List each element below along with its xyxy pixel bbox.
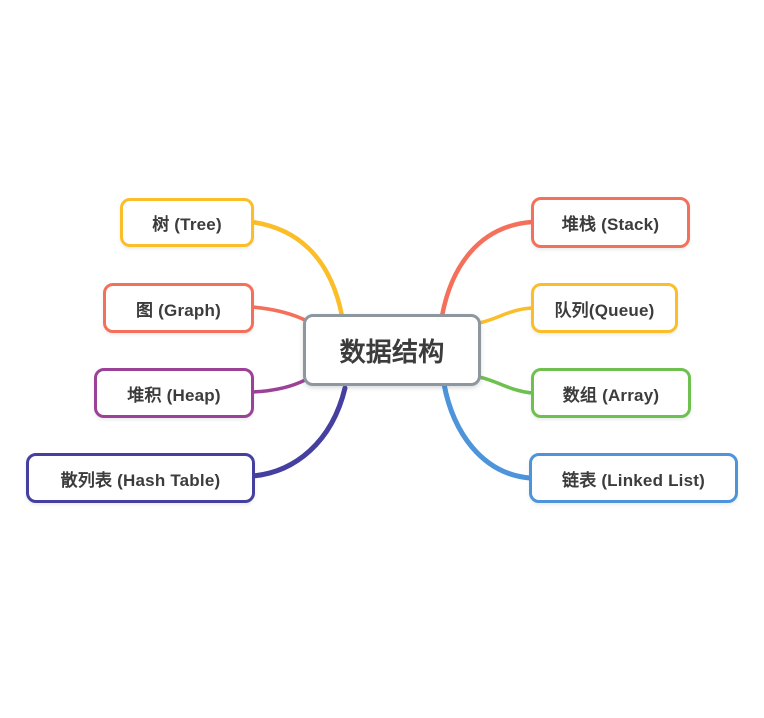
- node-array[interactable]: 数组 (Array): [531, 368, 691, 418]
- branch-curve-stack: [439, 219, 535, 319]
- node-linked-list[interactable]: 链表 (Linked List): [529, 453, 738, 503]
- node-queue-label: 队列(Queue): [554, 300, 655, 320]
- node-stack[interactable]: 堆栈 (Stack): [531, 197, 690, 248]
- node-queue[interactable]: 队列(Queue): [531, 283, 678, 333]
- node-hash-table-label: 散列表 (Hash Table): [60, 470, 221, 490]
- branch-curve-hash-table: [250, 385, 348, 479]
- node-array-label: 数组 (Array): [562, 385, 660, 405]
- node-graph[interactable]: 图 (Graph): [103, 283, 254, 333]
- branch-curve-queue: [477, 306, 534, 325]
- root-node-data-structures[interactable]: 数据结构: [303, 314, 481, 386]
- branch-curve-tree: [249, 219, 345, 319]
- root-node-label: 数据结构: [339, 336, 445, 367]
- branch-curve-array: [477, 375, 534, 395]
- node-linked-list-label: 链表 (Linked List): [562, 470, 705, 490]
- node-tree[interactable]: 树 (Tree): [120, 198, 254, 247]
- node-heap-label: 堆积 (Heap): [127, 385, 221, 405]
- branch-curve-graph: [250, 305, 309, 323]
- branch-curve-linked-list: [441, 381, 533, 481]
- node-tree-label: 树 (Tree): [152, 215, 222, 234]
- node-graph-label: 图 (Graph): [136, 300, 221, 320]
- branch-curve-heap: [250, 377, 309, 394]
- node-heap[interactable]: 堆积 (Heap): [94, 368, 254, 418]
- node-stack-label: 堆栈 (Stack): [561, 215, 660, 234]
- node-hash-table[interactable]: 散列表 (Hash Table): [26, 453, 255, 503]
